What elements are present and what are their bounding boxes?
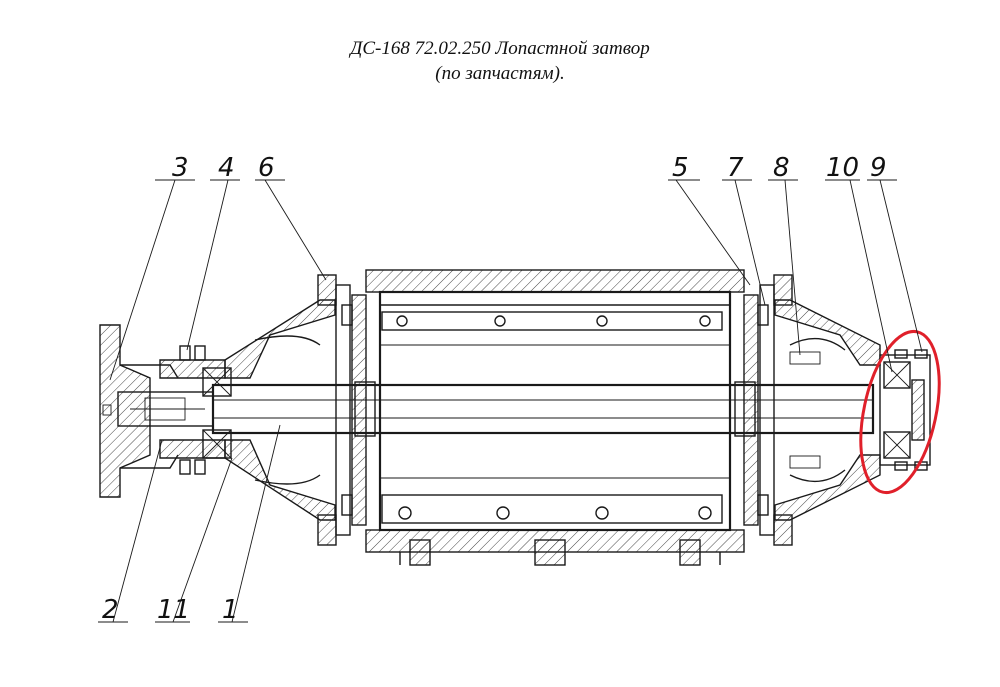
callout-10: 10 — [826, 153, 859, 183]
right-end-cover — [774, 299, 881, 521]
drawing-title: ДС-168 72.02.250 Лопастной затвор (по за… — [0, 36, 1000, 86]
callout-1: 1 — [222, 595, 239, 625]
callout-6: 6 — [258, 153, 275, 183]
callout-9: 9 — [870, 153, 887, 183]
callout-7: 7 — [727, 153, 744, 183]
main-shaft — [211, 381, 875, 437]
leader-lines — [98, 179, 923, 623]
right-bearing-unit — [879, 349, 931, 471]
callout-11: 11 — [157, 595, 190, 625]
left-end-cover — [224, 299, 336, 521]
left-bearing-housing — [159, 345, 232, 475]
callout-8: 8 — [773, 153, 790, 183]
callout-3: 3 — [172, 153, 189, 183]
rotor-fasteners — [396, 315, 712, 520]
left-housing-wall — [317, 274, 367, 546]
rotor-housing — [365, 269, 745, 566]
right-housing-wall — [743, 274, 793, 546]
callout-2: 2 — [102, 595, 119, 625]
callout-4: 4 — [218, 153, 235, 183]
left-mounting-flange — [99, 324, 179, 498]
callout-5: 5 — [672, 153, 689, 183]
title-line-1: ДС-168 72.02.250 Лопастной затвор — [350, 38, 650, 59]
title-line-2: (по запчастям). — [435, 63, 565, 84]
